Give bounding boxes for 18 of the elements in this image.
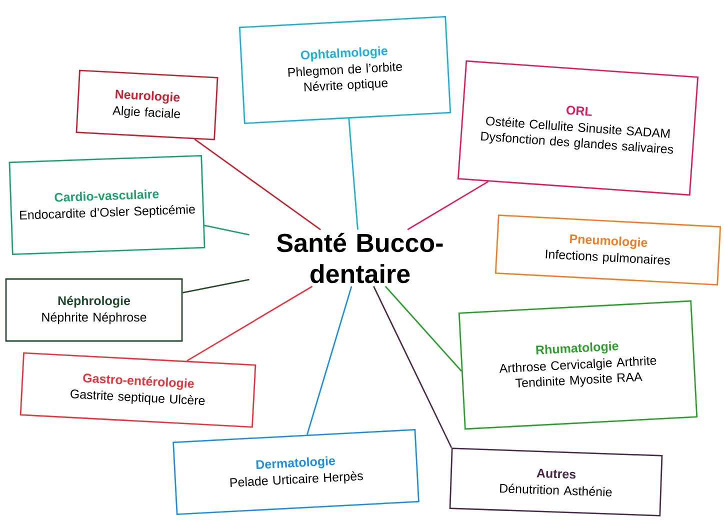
specialty-box: Autres Dénutrition Asthénie (449, 448, 663, 516)
connector-line (204, 224, 250, 236)
specialty-box: Néphrologie Néphrite Néphrose (5, 278, 183, 342)
specialty-box: Rhumatologie Arthrose Cervicalgie Arthrite Tendinite Myosite RAA (458, 300, 698, 430)
connector-line (182, 278, 250, 294)
specialty-box: Ophtalmologie Phlegmon de l’orbite Névrite optique (238, 16, 452, 124)
connector-line (373, 286, 452, 448)
connector-line (306, 286, 352, 435)
specialty-box: ORL Ostéite Cellulite Sinusite SADAM Dysfonction des glandes salivaires (457, 60, 699, 196)
specialty-box: Cardio-vasculaire Endocardite d’Osler Septicémie (8, 154, 206, 256)
connector-line (384, 286, 462, 372)
connector-line (186, 286, 313, 362)
central-title: Santé Bucco-dentaire (276, 232, 443, 284)
specialty-box: Neurologie Algie faciale (76, 70, 218, 140)
connector-line (407, 180, 489, 230)
specialty-box: Gastro-entérologie Gastrite septique Ulcère (20, 352, 256, 428)
connector-line (348, 118, 358, 230)
specialty-box: Pneumologie Infections pulmonaires (494, 214, 722, 286)
